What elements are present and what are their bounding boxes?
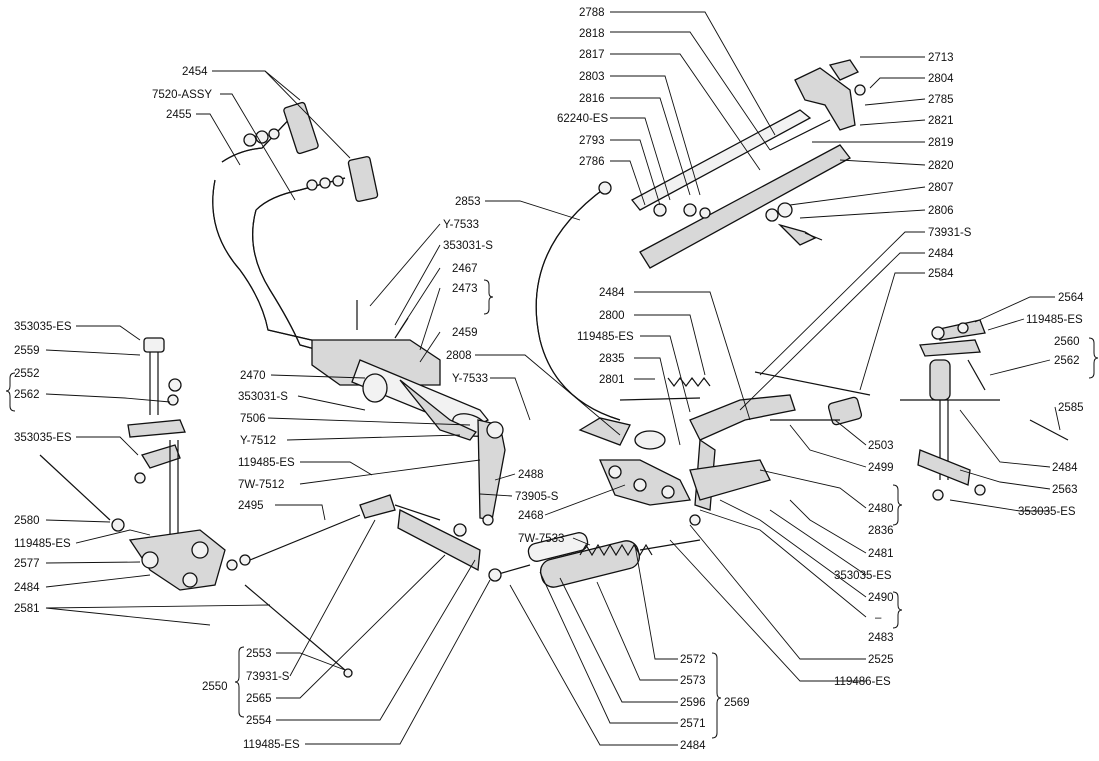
label-119485-es-e: 119485-ES (243, 739, 300, 751)
right-lever-drawing (900, 319, 1069, 501)
grouping-braces (5, 279, 1099, 739)
label-2806: 2806 (928, 205, 954, 217)
label-2713: 2713 (928, 52, 954, 64)
label-2581: 2581 (14, 603, 40, 615)
label-2559: 2559 (14, 345, 40, 357)
label-2569: 2569 (724, 697, 750, 709)
label-2484-left: 2484 (14, 582, 40, 594)
label-2572: 2572 (680, 654, 706, 666)
label-2503: 2503 (868, 440, 894, 452)
part-labels: 2788 2818 2817 2803 2816 62240-ES 2793 2… (14, 7, 1084, 752)
label-353035-es-mid: 353035-ES (834, 570, 892, 582)
label-2580: 2580 (14, 515, 40, 527)
label-2468: 2468 (518, 510, 544, 522)
label-2484-bottom: 2484 (680, 740, 706, 752)
label-2470: 2470 (240, 370, 266, 382)
label-62240-es: 62240-ES (557, 113, 608, 125)
label-2565: 2565 (246, 693, 272, 705)
label-2793: 2793 (579, 135, 605, 147)
label-2803: 2803 (579, 71, 605, 83)
label-2553: 2553 (246, 648, 272, 660)
label-2820: 2820 (928, 160, 954, 172)
label-2584: 2584 (928, 268, 954, 280)
label-2564: 2564 (1058, 292, 1084, 304)
label-2550: 2550 (202, 681, 228, 693)
label-2562-right: 2562 (1054, 355, 1080, 367)
label-2473: 2473 (452, 283, 478, 295)
label-2571: 2571 (680, 718, 706, 730)
label-2821: 2821 (928, 115, 954, 127)
label-353035-es-right: 353035-ES (1018, 506, 1076, 518)
label-119485-es-d: 119485-ES (14, 538, 71, 550)
label-2804: 2804 (928, 73, 954, 85)
hand-brake-drawing (535, 59, 866, 421)
label-2467: 2467 (452, 263, 478, 275)
leader-lines (45, 11, 1061, 746)
label-73931-s-bottom: 73931-S (246, 671, 290, 683)
label-2816: 2816 (579, 93, 605, 105)
label-2481: 2481 (868, 548, 894, 560)
label-73931-s-top: 73931-S (928, 227, 972, 239)
label-2499: 2499 (868, 462, 894, 474)
label-2459: 2459 (452, 327, 478, 339)
label-7w-7533: 7W-7533 (518, 533, 564, 545)
label-2786: 2786 (579, 156, 605, 168)
label-2554: 2554 (246, 715, 272, 727)
label-2484-top: 2484 (928, 248, 954, 260)
label-353035-es-left: 353035-ES (14, 432, 72, 444)
label-2455: 2455 (166, 109, 192, 121)
label-73905-s: 73905-S (515, 491, 559, 503)
clutch-linkage-drawing (527, 371, 871, 588)
label-2454: 2454 (182, 66, 208, 78)
label-2560: 2560 (1054, 336, 1080, 348)
label-119485-es-a: 119485-ES (238, 457, 295, 469)
label-353035-es-left-top: 353035-ES (14, 321, 72, 333)
label-353031-s-mid: 353031-S (238, 391, 288, 403)
label-2785: 2785 (928, 94, 954, 106)
label-7506: 7506 (240, 413, 266, 425)
label-119485-es-c: 119485-ES (1026, 314, 1083, 326)
label-2807: 2807 (928, 182, 954, 194)
label-dash: – (875, 612, 882, 624)
label-2484-mid: 2484 (599, 287, 625, 299)
label-2801: 2801 (599, 374, 625, 386)
label-2495: 2495 (238, 500, 264, 512)
label-2853: 2853 (455, 196, 481, 208)
label-2562-left: 2562 (14, 389, 40, 401)
label-2835: 2835 (599, 353, 625, 365)
label-2573: 2573 (680, 675, 706, 687)
label-2483: 2483 (868, 632, 894, 644)
label-119486-es: 119486-ES (834, 676, 891, 688)
label-2577: 2577 (14, 558, 40, 570)
label-2525: 2525 (868, 654, 894, 666)
label-2836: 2836 (868, 525, 894, 537)
label-2563: 2563 (1052, 484, 1078, 496)
label-2596: 2596 (680, 697, 706, 709)
label-2484-right: 2484 (1052, 462, 1078, 474)
label-2818: 2818 (579, 28, 605, 40)
label-y-7512: Y-7512 (240, 435, 276, 447)
label-2488: 2488 (518, 469, 544, 481)
label-y-7533-mid: Y-7533 (452, 373, 488, 385)
label-2800: 2800 (599, 310, 625, 322)
label-2585: 2585 (1058, 402, 1084, 414)
label-119485-es-b: 119485-ES (577, 331, 634, 343)
label-2490: 2490 (868, 592, 894, 604)
pedal-assembly-drawing (212, 101, 506, 521)
label-2808: 2808 (446, 350, 472, 362)
label-2819: 2819 (928, 137, 954, 149)
label-2817: 2817 (579, 49, 605, 61)
label-2480: 2480 (868, 503, 894, 515)
label-2788: 2788 (579, 7, 605, 19)
label-7w-7512: 7W-7512 (238, 479, 284, 491)
label-y-7533-top: Y-7533 (443, 219, 479, 231)
label-2552: 2552 (14, 368, 40, 380)
label-7520-assy: 7520-ASSY (152, 89, 212, 101)
left-lever-drawing (39, 337, 531, 678)
label-353031-s-top: 353031-S (443, 240, 493, 252)
